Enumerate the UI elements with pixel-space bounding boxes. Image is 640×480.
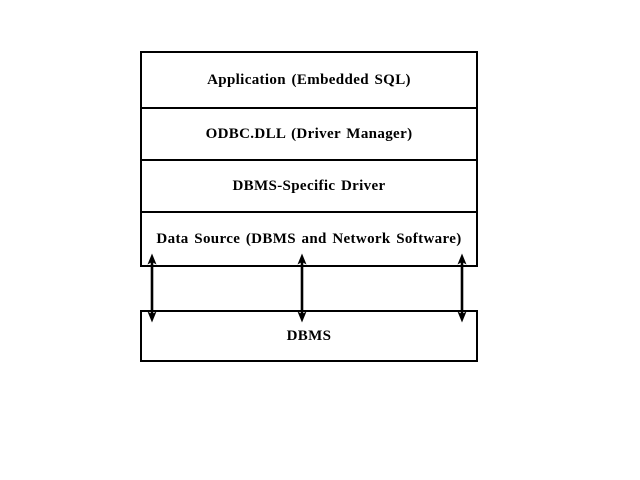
dbms-box: DBMS: [140, 310, 478, 362]
layer-box-application: Application (Embedded SQL): [140, 51, 478, 109]
layer-box-data-source: Data Source (DBMS and Network Software): [140, 211, 478, 267]
layer-box-driver-manager: ODBC.DLL (Driver Manager): [140, 107, 478, 161]
layer-label-application: Application (Embedded SQL): [207, 71, 411, 88]
dbms-label: DBMS: [286, 327, 332, 344]
layer-label-driver-manager: ODBC.DLL (Driver Manager): [205, 125, 413, 142]
layer-box-dbms-specific-driver: DBMS-Specific Driver: [140, 159, 478, 213]
layer-label-data-source: Data Source (DBMS and Network Software): [156, 230, 462, 247]
layer-label-dbms-specific-driver: DBMS-Specific Driver: [232, 177, 386, 194]
